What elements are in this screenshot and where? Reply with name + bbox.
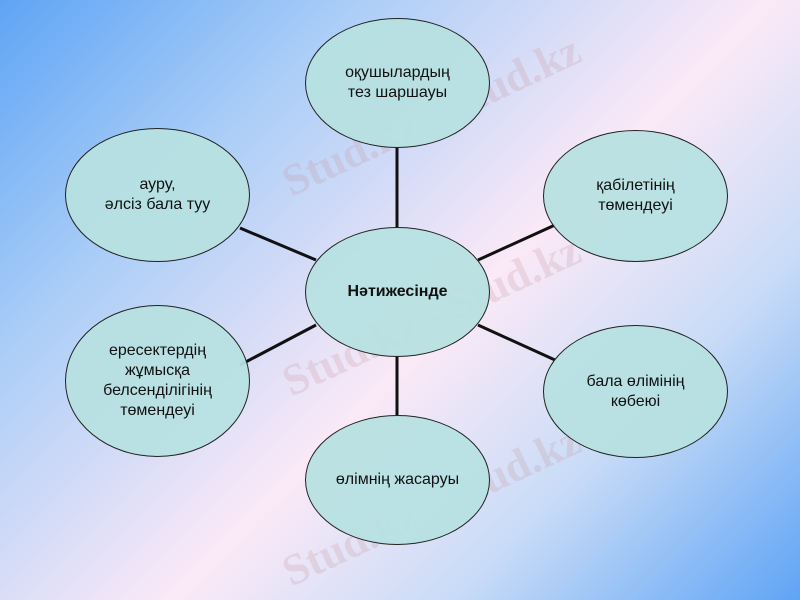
node-right-bottom: бала өлімінің көбеюі <box>543 325 728 458</box>
node-top: оқушылардың тез шаршауы <box>305 18 490 148</box>
connector-right-top <box>477 223 556 262</box>
node-left-bottom: ересектердің жұмысқа белсенділігінің төм… <box>65 305 250 457</box>
connector-left-bottom <box>239 323 317 367</box>
node-left-top: ауру, әлсіз бала туу <box>65 128 250 262</box>
connector-right-bottom <box>477 323 556 362</box>
node-right-top: қабілетінің төмендеуі <box>543 130 728 262</box>
connector-left-top <box>239 226 317 262</box>
node-bottom: өлімнің жасаруы <box>305 415 490 545</box>
center-node: Нәтижесінде <box>305 227 490 357</box>
